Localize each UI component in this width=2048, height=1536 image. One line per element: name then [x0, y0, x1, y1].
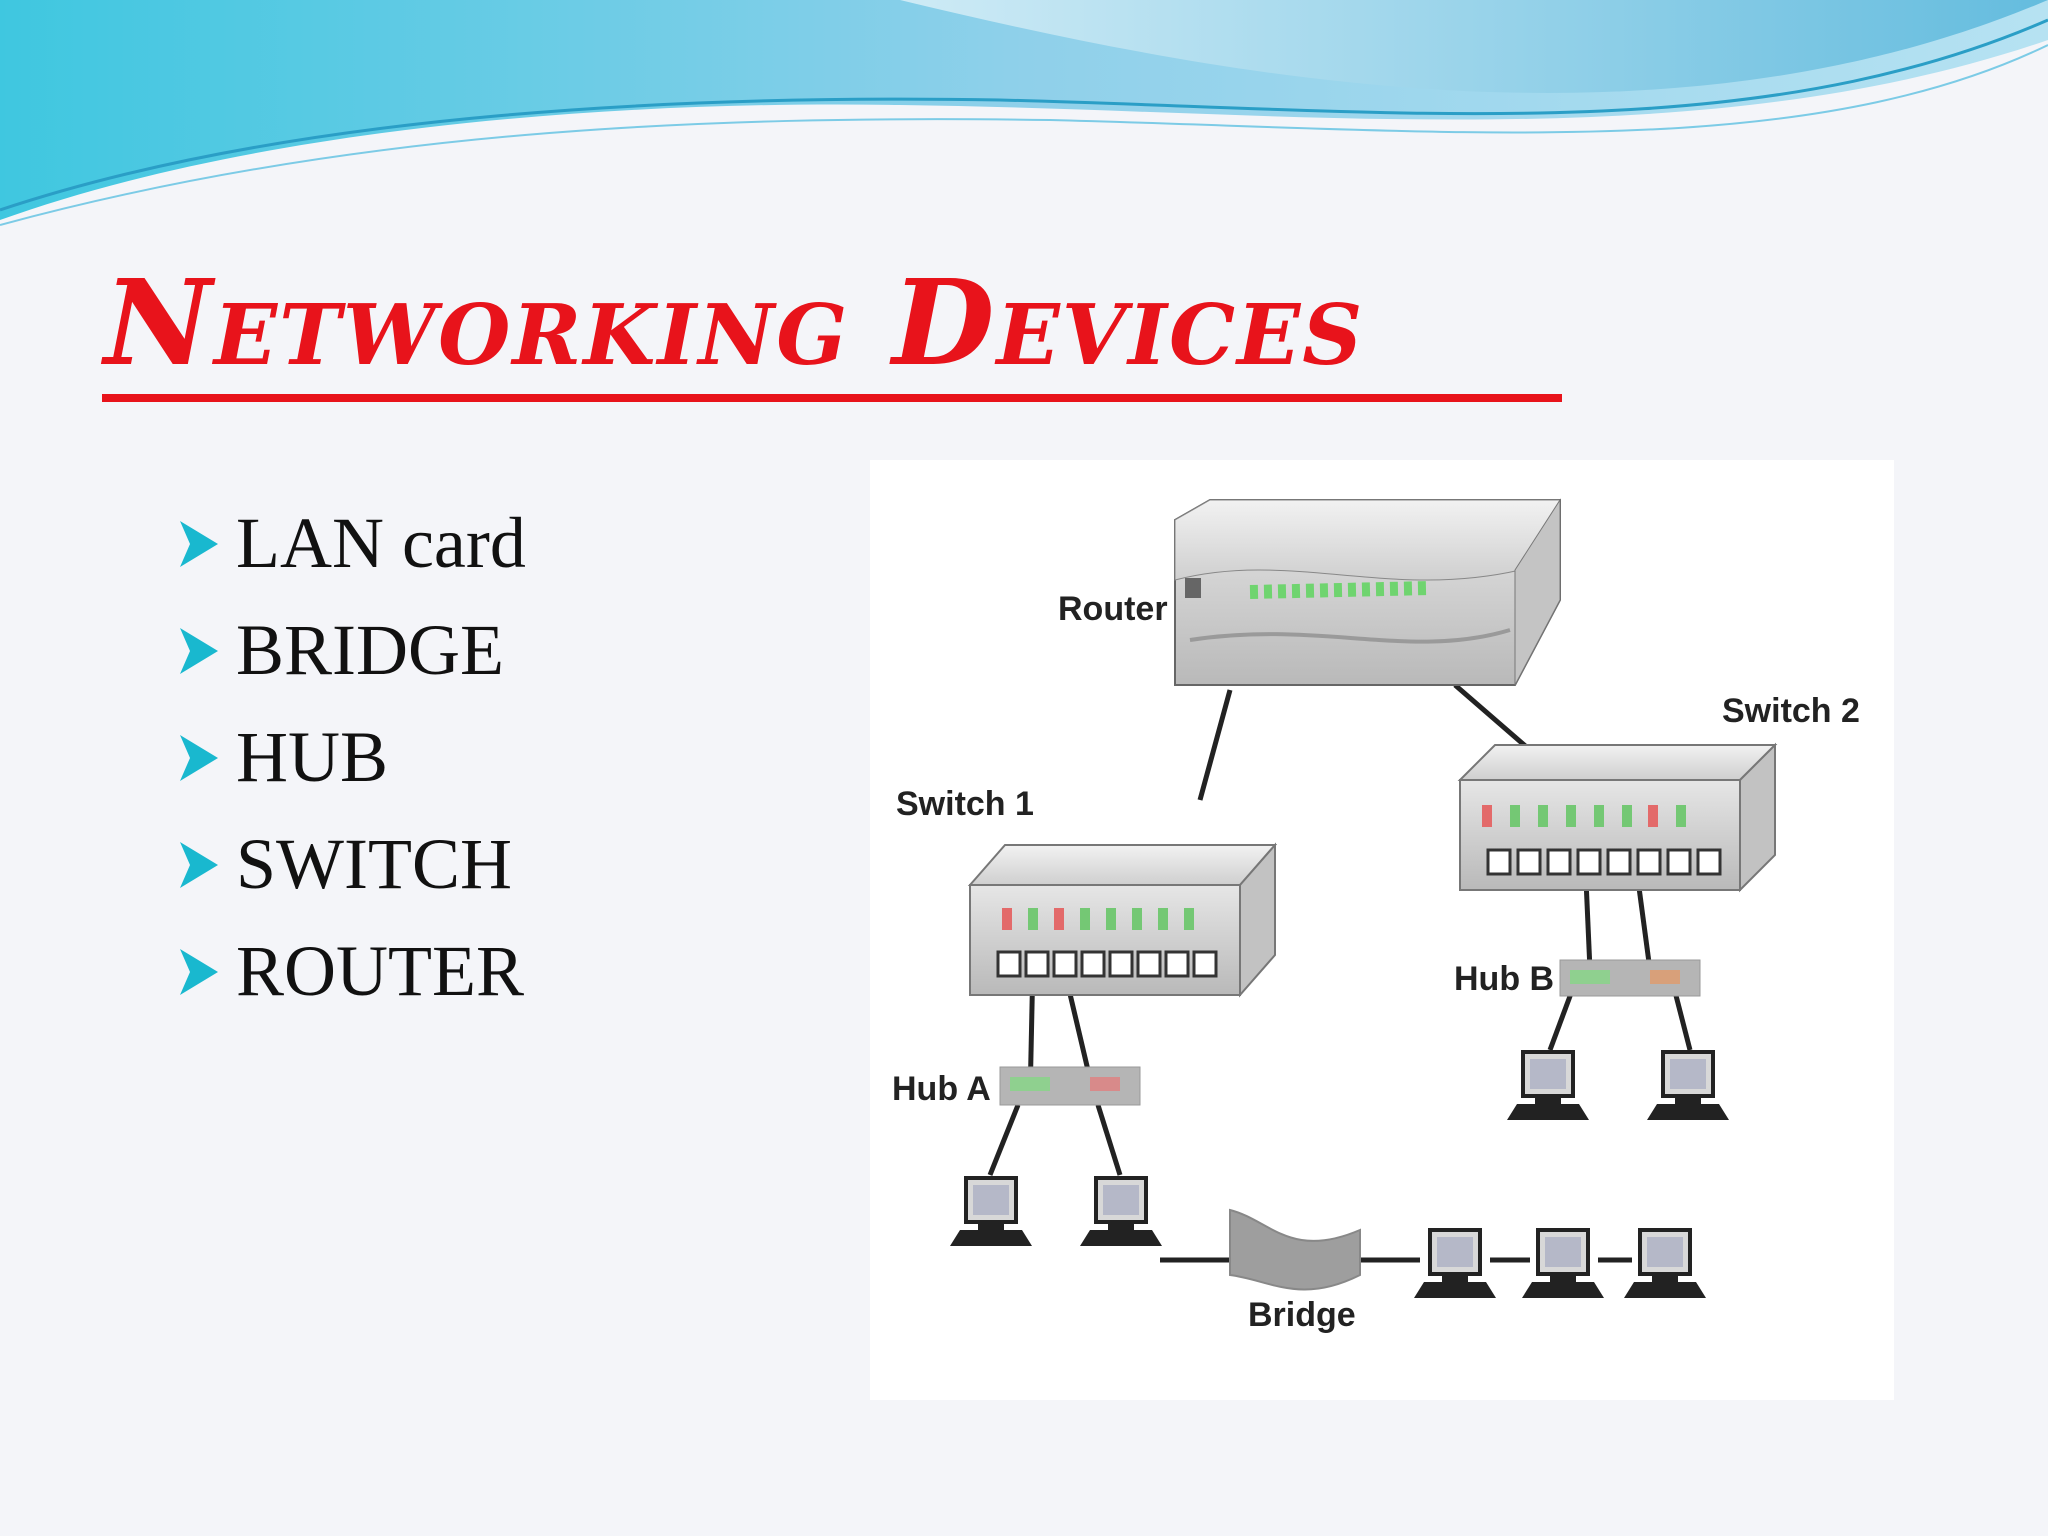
- pc-hubA-right-icon: [1078, 1176, 1164, 1248]
- bullet-arrow-icon: [180, 734, 218, 781]
- hubB-label: Hub B: [1454, 960, 1554, 998]
- switch1-device: [967, 842, 1278, 998]
- bullet-list: LAN card BRIDGE HUB SWITCH ROUTER: [178, 490, 526, 1025]
- bullet-item: ROUTER: [178, 918, 526, 1025]
- switch1-label: Switch 1: [896, 785, 1034, 823]
- pc-bridge-1-icon: [1412, 1228, 1498, 1300]
- slide-title: Networking Devices: [104, 253, 1365, 392]
- pc-hubA-left-icon: [948, 1176, 1034, 1248]
- pc-hubB-left-icon: [1505, 1050, 1591, 1122]
- pc-hubB-right-icon: [1645, 1050, 1731, 1122]
- bullet-text: BRIDGE: [236, 610, 504, 690]
- pc-bridge-3-icon: [1622, 1228, 1708, 1300]
- switch2-label: Switch 2: [1722, 692, 1860, 730]
- bullet-arrow-icon: [180, 841, 218, 888]
- hubA-label: Hub A: [892, 1070, 991, 1108]
- bridge-label: Bridge: [1248, 1296, 1356, 1334]
- hubA-device: [999, 1066, 1141, 1106]
- bullet-arrow-icon: [180, 520, 218, 567]
- pc-bridge-2-icon: [1520, 1228, 1606, 1300]
- network-diagram: Router Switch 2 Switch 1 Hub B: [870, 460, 1894, 1400]
- bullet-arrow-icon: [180, 948, 218, 995]
- bullet-arrow-icon: [180, 627, 218, 674]
- title-underline: [102, 394, 1562, 402]
- bullet-item: LAN card: [178, 490, 526, 597]
- bullet-item: SWITCH: [178, 811, 526, 918]
- switch2-device: [1457, 742, 1778, 893]
- bridge-device: [1229, 1208, 1361, 1291]
- router-device: [1174, 498, 1561, 686]
- network-diagram-svg: Router Switch 2 Switch 1 Hub B: [892, 498, 1860, 1334]
- bullet-text: SWITCH: [236, 824, 512, 904]
- bullet-text: HUB: [236, 717, 389, 797]
- bullet-text: ROUTER: [236, 931, 524, 1011]
- bullet-item: HUB: [178, 704, 526, 811]
- hubB-device: [1559, 959, 1701, 997]
- router-label: Router: [1058, 590, 1168, 628]
- bullet-text: LAN card: [236, 503, 526, 583]
- bullet-item: BRIDGE: [178, 597, 526, 704]
- header-wave-decoration: [0, 0, 2048, 226]
